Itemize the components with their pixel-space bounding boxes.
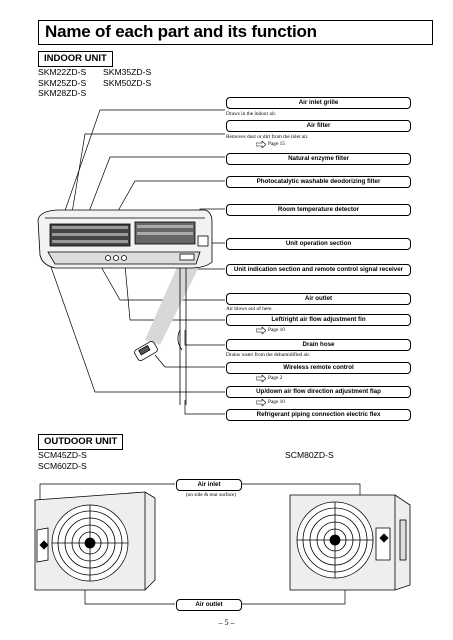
- leader-flap: [44, 249, 225, 393]
- label-deodorizing-filter: Photocatalytic washable deodorizing filt…: [226, 176, 411, 188]
- leader-piping: [184, 400, 225, 415]
- signal-beam: [145, 265, 200, 345]
- page-ref-text: Page 10: [268, 399, 285, 405]
- outdoor-models-left: SCM45ZD-S SCM60ZD-S: [38, 450, 87, 471]
- leader-air-outlet: [99, 264, 225, 301]
- pointing-hand-icon: [256, 140, 266, 148]
- leader-outdoor-outlet-left: [84, 588, 175, 605]
- label-drain-hose: Drain hose: [226, 339, 411, 351]
- outdoor-unit-left-drawing: [34, 491, 156, 591]
- outdoor-unit-right-drawing: [289, 494, 411, 591]
- label-room-temperature-detector: Room temperature detector: [226, 204, 411, 216]
- leader-remote: [154, 354, 225, 368]
- leader-outdoor-outlet-right: [240, 590, 346, 605]
- model-name: SCM80ZD-S: [285, 450, 334, 460]
- label-wireless-remote-control: Wireless remote control: [226, 362, 411, 374]
- label-unit-indication-section: Unit indication section and remote contr…: [226, 264, 411, 276]
- leader-lr-fin: [124, 264, 225, 321]
- model-name: SKM22ZD-S: [38, 67, 87, 77]
- label-lr-air-flow-fin: Left/right air flow adjustment fin: [226, 314, 411, 326]
- page-number: – 5 –: [218, 618, 235, 627]
- page-ref-text: Page 15: [268, 141, 285, 147]
- indoor-unit-heading: INDOOR UNIT: [38, 51, 113, 67]
- leader-air-inlet-grille: [59, 109, 225, 226]
- leader-enzyme-filter: [79, 156, 225, 236]
- label-air-inlet-grille: Air inlet grille: [226, 97, 411, 109]
- page-ref-air-filter: Page 15: [256, 140, 285, 148]
- pointing-hand-icon: [256, 398, 266, 406]
- desc-air-filter: Removes dust or dirt from the inlet air.: [226, 134, 309, 140]
- pointing-hand-icon: [256, 326, 266, 334]
- label-up-down-flap: Up/down air flow direction adjustment fl…: [226, 386, 411, 398]
- desc-outdoor-air-inlet: (on side & rear surface): [185, 492, 237, 498]
- leader-drain-hose: [184, 330, 225, 346]
- label-unit-operation-section: Unit operation section: [226, 238, 411, 250]
- pointing-hand-icon: [256, 374, 266, 382]
- desc-air-outlet: Air blows out of here.: [226, 306, 273, 312]
- remote-control-drawing: [134, 341, 158, 361]
- model-name: SCM45ZD-S: [38, 450, 87, 460]
- label-air-filter: Air filter: [226, 120, 411, 132]
- label-natural-enzyme-filter: Natural enzyme filter: [226, 153, 411, 165]
- desc-air-inlet-grille: Draws in the indoor air.: [226, 111, 277, 117]
- indoor-models-col1: SKM22ZD-S SKM25ZD-S SKM28ZD-S: [38, 67, 86, 99]
- page-ref-remote: Page 2: [256, 374, 282, 382]
- label-refrigerant-piping-flex: Refrigerant piping connection electric f…: [226, 409, 411, 421]
- page-ref-text: Page 10: [268, 327, 285, 333]
- label-outdoor-air-outlet: Air outlet: [176, 599, 242, 611]
- leader-outdoor-inlet-left: [39, 483, 175, 500]
- desc-drain-hose: Drains water from the dehumidified air.: [226, 352, 311, 358]
- indoor-unit-drawing: [37, 209, 213, 269]
- model-name: SKM28ZD-S: [38, 88, 87, 98]
- model-name: SCM60ZD-S: [38, 460, 87, 471]
- page-ref-lr-fin: Page 10: [256, 326, 285, 334]
- model-name: SKM25ZD-S: [38, 77, 87, 88]
- leader-air-filter: [69, 133, 225, 226]
- indoor-models-col2: SKM35ZD-S SKM50ZD-S: [103, 67, 151, 88]
- page-ref-flap: Page 10: [256, 398, 285, 406]
- label-air-outlet: Air outlet: [226, 293, 411, 305]
- outdoor-models-right: SCM80ZD-S: [285, 450, 334, 461]
- model-name: SKM35ZD-S: [103, 67, 152, 77]
- label-outdoor-air-inlet: Air inlet: [176, 479, 242, 491]
- page-title: Name of each part and its function: [38, 20, 433, 45]
- leader-outdoor-inlet-right: [240, 483, 361, 495]
- pipes-drawing: [177, 268, 187, 405]
- outdoor-unit-heading: OUTDOOR UNIT: [38, 434, 124, 450]
- page-ref-text: Page 2: [268, 375, 283, 381]
- model-name: SKM50ZD-S: [103, 77, 152, 88]
